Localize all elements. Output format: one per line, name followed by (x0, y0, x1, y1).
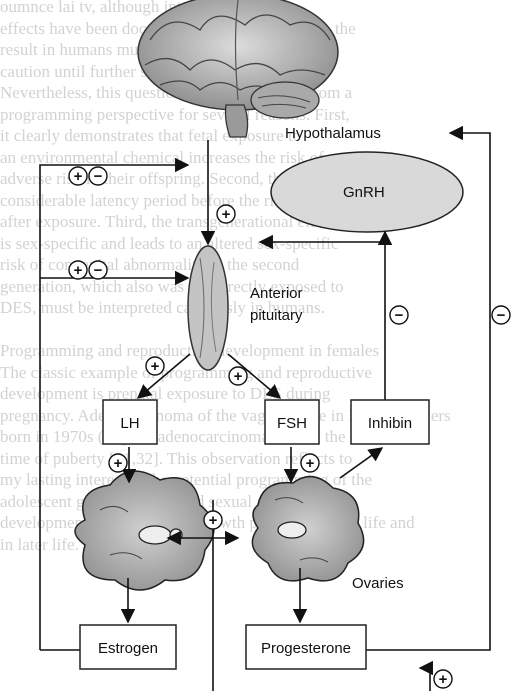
plus-sign-lh-ovary: + (109, 454, 127, 472)
ovary-left (75, 471, 214, 590)
anterior-pituitary-illustration (188, 246, 228, 370)
plus-sign-fsh-release: + (229, 367, 247, 385)
plus-sign-between-ovaries: + (204, 511, 222, 529)
progesterone-box: Progesterone (246, 625, 366, 669)
svg-text:−: − (94, 168, 103, 185)
minus-sign-left-top: − (89, 167, 107, 185)
anterior-pituitary-label-line1: Anterior (250, 285, 303, 302)
fsh-label: FSH (277, 415, 307, 432)
svg-text:+: + (151, 358, 160, 375)
svg-text:+: + (306, 455, 315, 472)
lh-box: LH (103, 400, 157, 444)
inhibin-label: Inhibin (368, 415, 412, 432)
plus-sign-gnrh: + (217, 205, 235, 223)
plus-sign-fsh-ovary: + (301, 454, 319, 472)
estrogen-label: Estrogen (98, 640, 158, 657)
plus-sign-left-top: + (69, 167, 87, 185)
progesterone-label: Progesterone (261, 640, 351, 657)
svg-text:+: + (114, 455, 123, 472)
ovaries-label: Ovaries (352, 575, 404, 592)
lh-label: LH (120, 415, 139, 432)
svg-text:+: + (234, 368, 243, 385)
brain-illustration (138, 0, 338, 137)
svg-text:+: + (222, 206, 231, 223)
svg-text:+: + (74, 168, 83, 185)
gnrh-label: GnRH (343, 184, 385, 201)
minus-sign-left-mid: − (89, 261, 107, 279)
plus-sign-bottom-right: + (434, 670, 452, 688)
hypothalamus-label: Hypothalamus (285, 125, 381, 142)
svg-text:−: − (497, 307, 506, 324)
fsh-box: FSH (265, 400, 319, 444)
plus-sign-lh-release: + (146, 357, 164, 375)
svg-text:+: + (439, 671, 448, 688)
svg-text:+: + (74, 262, 83, 279)
svg-text:−: − (94, 262, 103, 279)
inhibin-box: Inhibin (351, 400, 429, 444)
svg-text:+: + (209, 512, 218, 529)
minus-sign-inhibin: − (390, 306, 408, 324)
plus-sign-left-mid: + (69, 261, 87, 279)
minus-sign-progesterone: − (492, 306, 510, 324)
svg-text:−: − (395, 307, 404, 324)
estrogen-box: Estrogen (80, 625, 176, 669)
anterior-pituitary-label-line2: pituitary (250, 307, 303, 324)
ovary-right (252, 477, 363, 581)
